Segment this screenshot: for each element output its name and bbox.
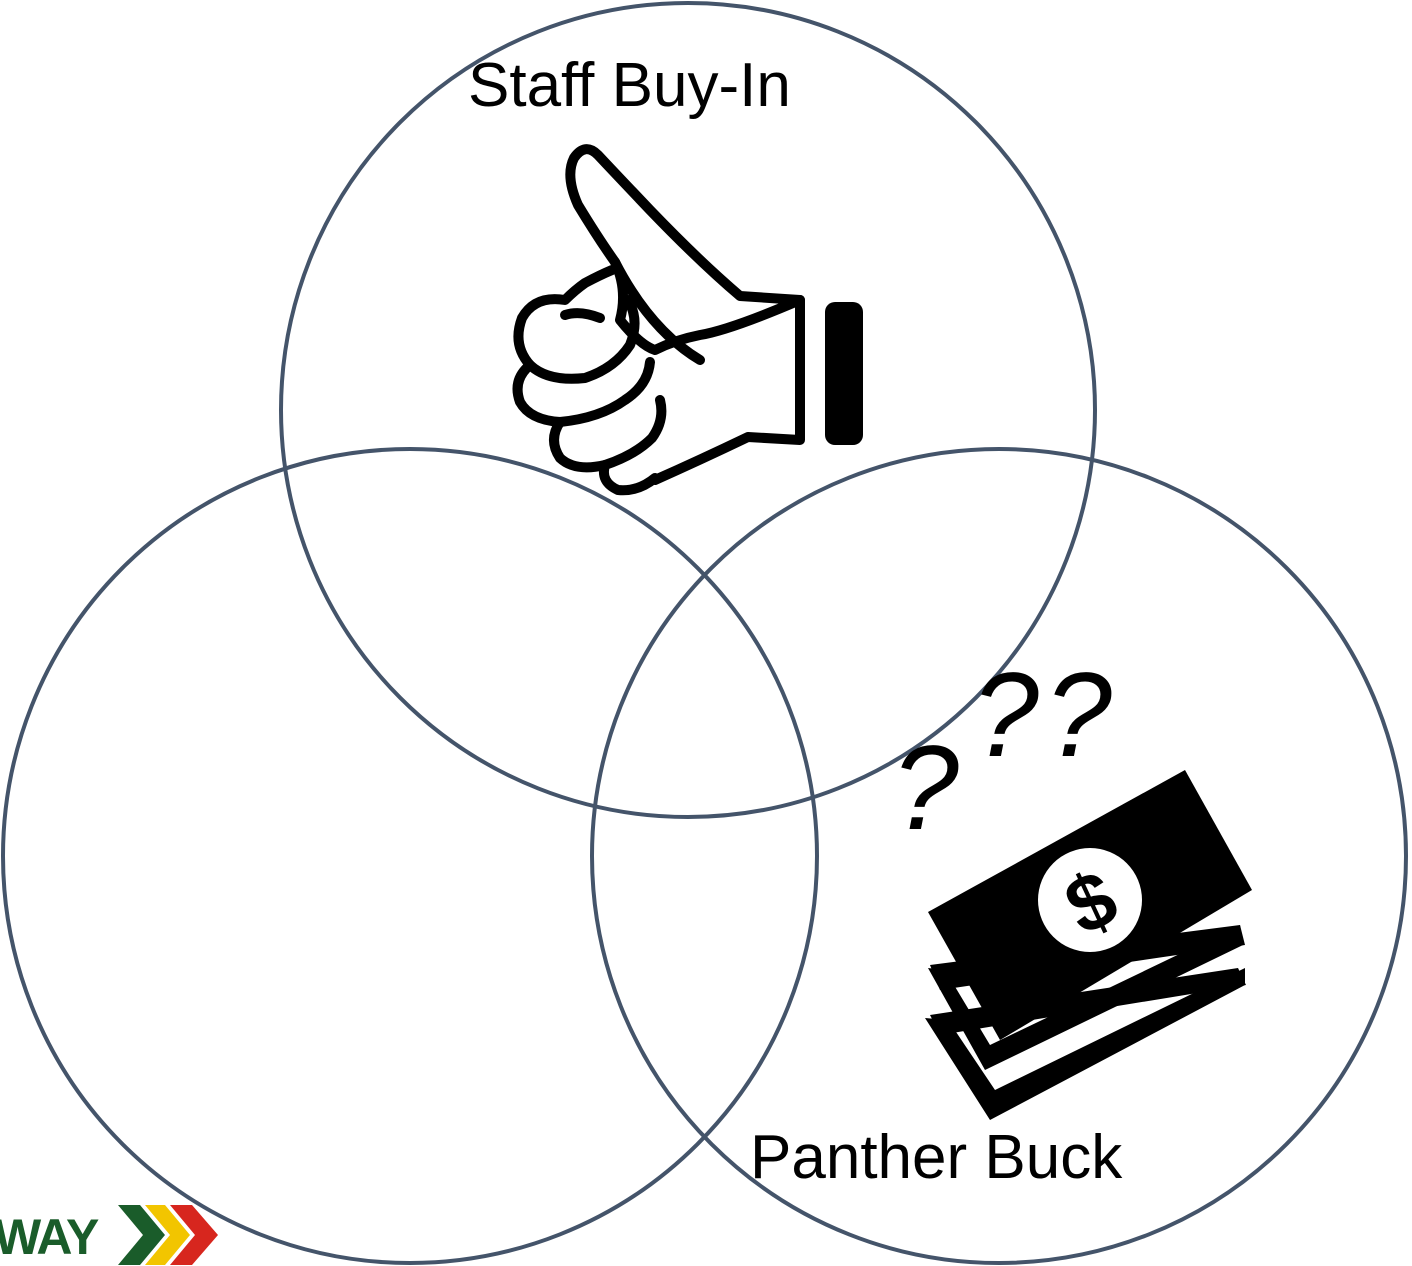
money-stack-icon: $	[925, 770, 1252, 1120]
logo: WAY	[0, 1200, 230, 1265]
question-mark: ?	[972, 648, 1039, 782]
thumbs-up-icon	[512, 144, 863, 496]
venn-circle-right	[590, 447, 1408, 1265]
venn-circle-top	[279, 1, 1097, 819]
chevron-arrows-icon	[118, 1205, 218, 1265]
venn-circle-left	[1, 447, 819, 1265]
panther-buck-label: Panther Buck	[750, 1123, 1123, 1192]
question-mark: ?	[1045, 648, 1112, 782]
staff-buy-in-label: Staff Buy-In	[468, 51, 791, 120]
question-mark: ?	[892, 721, 959, 855]
logo-text: WAY	[0, 1209, 99, 1265]
